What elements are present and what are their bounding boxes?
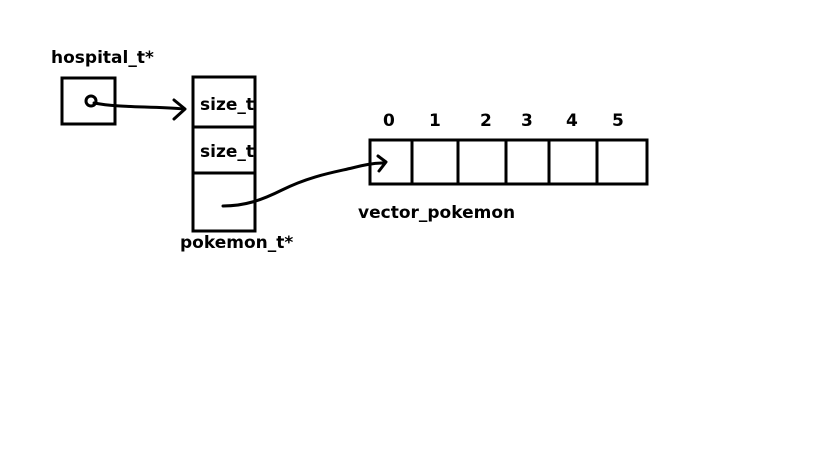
vector-index-3: 3 <box>521 111 533 131</box>
struct-field-1: size_t <box>200 95 254 115</box>
struct-label: pokemon_t* <box>180 233 293 253</box>
vector-label: vector_pokemon <box>358 203 515 223</box>
vector-index-2: 2 <box>480 111 492 131</box>
vector-arrowhead <box>376 154 388 173</box>
vector-box <box>368 138 649 186</box>
hospital-label: hospital_t* <box>51 48 154 68</box>
vector-index-5: 5 <box>612 111 624 131</box>
vector-index-0: 0 <box>383 111 395 131</box>
hospital-pointer-box <box>60 76 117 126</box>
hospital-pointer-dot <box>84 94 98 108</box>
hospital-arrowhead <box>172 98 187 121</box>
vector-index-4: 4 <box>566 111 578 131</box>
hospital-arrow <box>92 101 186 111</box>
struct-field-2: size_t <box>200 142 254 162</box>
struct-box <box>191 75 257 233</box>
vector-index-1: 1 <box>429 111 441 131</box>
vector-arrow <box>221 161 386 208</box>
